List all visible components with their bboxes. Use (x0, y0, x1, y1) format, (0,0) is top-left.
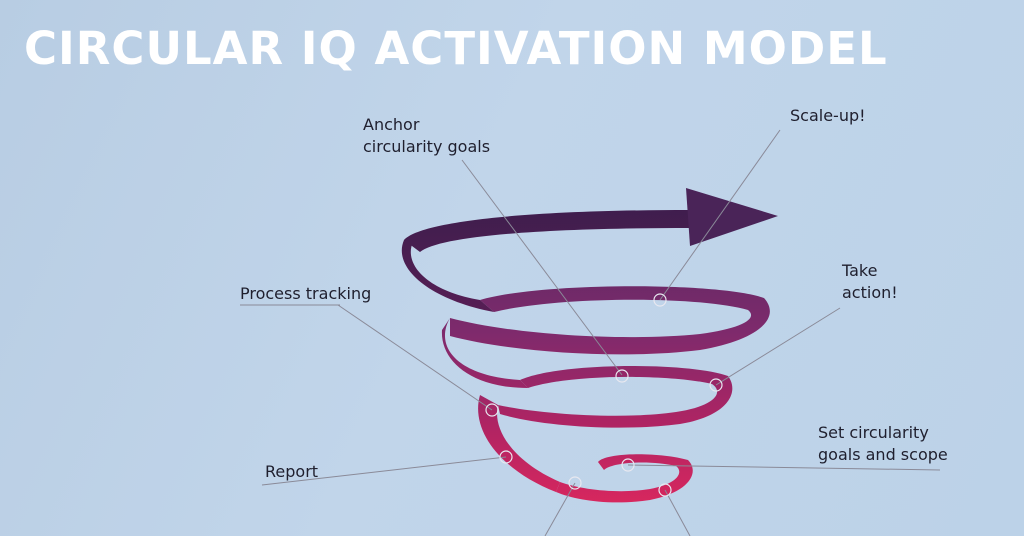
spiral-loop-5 (450, 286, 770, 355)
marker-dot (658, 483, 672, 497)
page-title: CIRCULAR IQ ACTIVATION MODEL (24, 22, 888, 75)
leader-anchor (461, 159, 623, 376)
leader-report (261, 456, 507, 486)
spiral-loop-3 (498, 365, 733, 428)
marker-dots (485, 293, 723, 497)
label-anchor-line1: Anchor (363, 115, 420, 134)
marker-dot (621, 458, 635, 472)
label-anchor-line2: circularity goals (363, 137, 490, 156)
leader-lines (240, 129, 941, 536)
label-process-tracking: Process tracking (240, 284, 371, 303)
label-set-goals-line2: goals and scope (818, 445, 948, 464)
marker-dot (709, 378, 723, 392)
leader-take-action (715, 307, 841, 386)
spiral-ribbon (401, 188, 778, 503)
label-take-action-line1: Take (841, 261, 877, 280)
marker-dot (499, 450, 513, 464)
diagram-labels: Anchor circularity goals Scale-up! Take … (240, 106, 948, 481)
label-set-goals-line1: Set circularity (818, 423, 929, 442)
leader-set-goals (627, 464, 941, 471)
label-scale-up: Scale-up! (790, 106, 866, 125)
marker-dot (568, 476, 582, 490)
spiral-arrowhead (686, 188, 778, 246)
leader-scale-up (659, 129, 781, 301)
marker-dot (653, 293, 667, 307)
spiral-arrow-band (404, 210, 690, 252)
spiral-loop-1 (556, 454, 693, 503)
marker-dot (615, 369, 629, 383)
marker-dot (485, 403, 499, 417)
leader-process (337, 304, 493, 411)
leader-bottom-right (664, 489, 691, 536)
spiral-loop-4 (441, 318, 528, 388)
leader-bottom-left (544, 482, 576, 536)
label-report: Report (265, 462, 318, 481)
spiral-loop-2 (478, 395, 560, 492)
label-take-action-line2: action! (842, 283, 898, 302)
